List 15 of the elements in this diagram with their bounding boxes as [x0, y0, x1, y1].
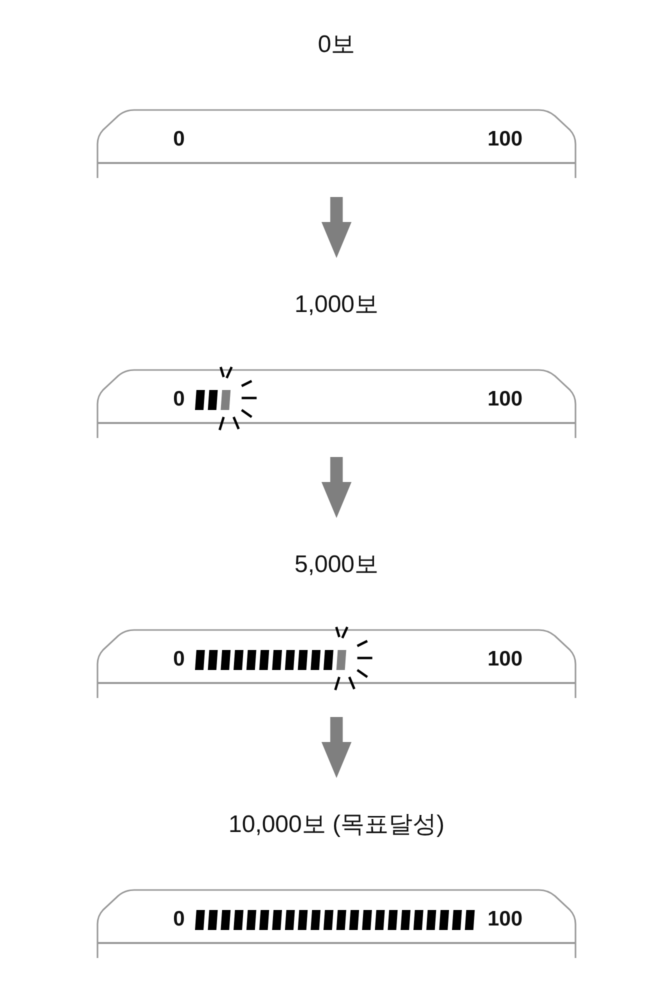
scale-min-label: 0 — [173, 910, 185, 928]
step-count-heading: 1,000보 — [294, 291, 379, 319]
arrow — [322, 717, 352, 778]
scale-max-label: 100 — [487, 390, 523, 408]
scale-max-label: 100 — [487, 130, 523, 148]
scale-min-label: 0 — [173, 650, 185, 668]
scale-min-label: 0 — [173, 130, 185, 148]
scale-max-label: 100 — [487, 910, 523, 928]
arrow — [322, 197, 352, 258]
scale-max-label: 100 — [487, 650, 523, 668]
step-count-heading: 10,000보 (목표달성) — [228, 811, 445, 839]
scale-min-label: 0 — [173, 390, 185, 408]
arrow — [322, 457, 352, 518]
step-count-heading: 5,000보 — [294, 551, 379, 579]
step-count-heading: 0보 — [318, 31, 356, 59]
